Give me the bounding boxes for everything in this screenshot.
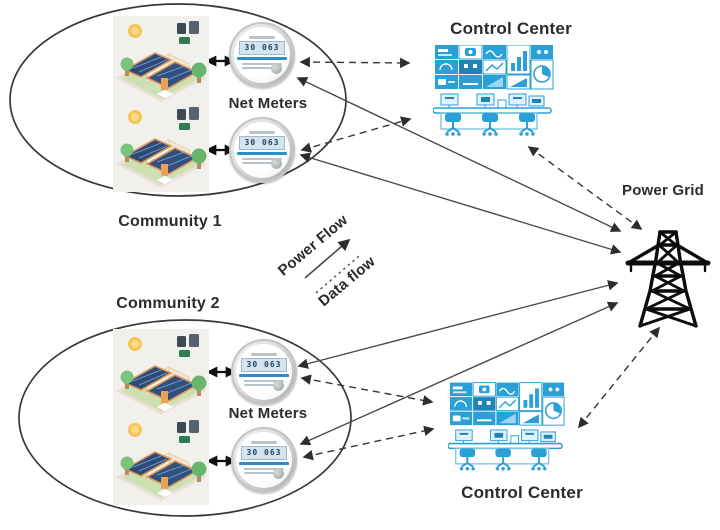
meter-brand-bar xyxy=(249,36,275,39)
house-meter-power-arrows xyxy=(205,55,237,467)
net-meter-icon: 30 063 xyxy=(229,22,295,88)
meter-accent-line xyxy=(237,57,287,60)
meter-label-rows xyxy=(242,63,282,69)
power-line-meter2-grid xyxy=(299,152,622,255)
power-grid-label: Power Grid xyxy=(621,182,705,199)
data-line-meter3-control-center-bottom xyxy=(300,374,434,406)
meter-button xyxy=(271,158,282,169)
data-flow-lines xyxy=(299,56,660,461)
meter-button xyxy=(271,63,282,74)
net-meter-icon: 30 063 xyxy=(229,117,295,183)
control-center-bottom-label: Control Center xyxy=(461,483,583,502)
meter-button xyxy=(273,468,284,479)
control-center-icon xyxy=(433,45,554,136)
community-1-label: Community 1 xyxy=(118,213,222,230)
net-meter-face: 30 063 xyxy=(236,432,292,488)
meter-accent-line xyxy=(239,374,289,377)
net-meter-face: 30 063 xyxy=(234,27,290,83)
data-line-meter4-control-center-bottom xyxy=(302,425,435,461)
meter-accent-line xyxy=(237,152,287,155)
meter-lcd-display: 30 063 xyxy=(241,446,287,460)
control-center-top-label: Control Center xyxy=(450,19,572,38)
meter-brand-bar xyxy=(249,131,275,134)
power-line-meter4-grid xyxy=(299,301,619,446)
community-2-label: Community 2 xyxy=(116,295,220,312)
net-meter-icon: 30 063 xyxy=(231,427,297,493)
community-2-houses-card xyxy=(113,329,209,505)
solar-house-icon xyxy=(115,420,207,501)
meter-lcd-display: 30 063 xyxy=(241,358,287,372)
meter-button xyxy=(273,380,284,391)
data-line-control-center-bottom-grid xyxy=(578,326,660,429)
operator-chairs xyxy=(459,448,547,471)
solar-house-icon xyxy=(115,21,207,102)
power-grid-tower-icon xyxy=(625,230,711,328)
net-meters-label-bottom: Net Meters xyxy=(228,405,308,422)
meter-brand-bar xyxy=(251,353,277,356)
solar-house-icon xyxy=(115,107,207,188)
meter-label-rows xyxy=(244,468,284,474)
meter-brand-bar xyxy=(251,441,277,444)
operator-chairs xyxy=(445,113,535,136)
meter-label-rows xyxy=(242,158,282,164)
community-1-houses-card xyxy=(113,16,209,192)
legend-power-flow-arrow xyxy=(304,238,351,279)
meter-accent-line xyxy=(239,462,289,465)
net-meter-icon: 30 063 xyxy=(231,339,297,405)
meter-lcd-display: 30 063 xyxy=(239,136,285,150)
solar-house-icon xyxy=(115,334,207,415)
data-line-meter2-control-center-top xyxy=(300,116,412,153)
net-meter-face: 30 063 xyxy=(234,122,290,178)
control-center-icon xyxy=(448,382,565,471)
net-meters-label-top: Net Meters xyxy=(228,95,308,112)
data-line-meter1-control-center-top xyxy=(299,56,411,69)
net-meter-face: 30 063 xyxy=(236,344,292,400)
meter-label-rows xyxy=(244,380,284,386)
meter-lcd-display: 30 063 xyxy=(239,41,285,55)
meter-grid-power-lines xyxy=(296,77,622,446)
